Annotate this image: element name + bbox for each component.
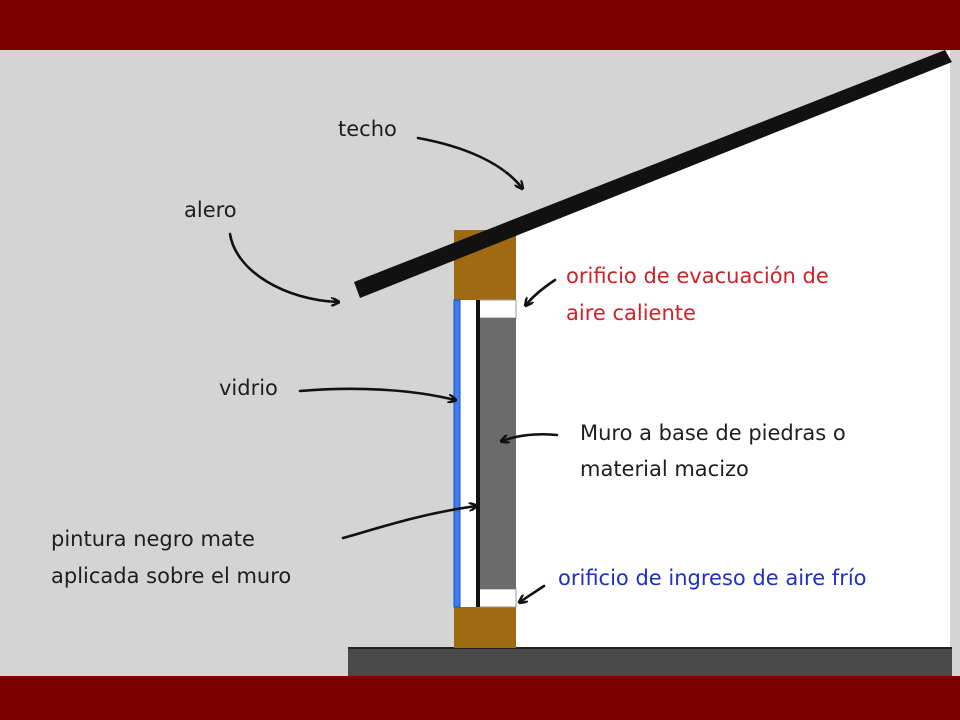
label-pintura-line1: pintura negro mate — [51, 527, 255, 551]
diagram-drawing — [228, 50, 952, 676]
roof — [354, 50, 952, 298]
ground-slab — [348, 648, 952, 676]
air-gap — [460, 300, 476, 607]
glass-pane — [453, 299, 461, 608]
arrow-pintura — [341, 506, 476, 540]
lower-vent-opening — [477, 588, 517, 608]
arrow-techo — [416, 136, 522, 188]
arrow-vidrio — [298, 387, 455, 400]
label-muro-line2: material macizo — [580, 457, 749, 481]
upper-vent-opening — [477, 299, 517, 319]
arrow-alero — [228, 232, 338, 302]
label-muro-line1: Muro a base de piedras o — [580, 421, 846, 445]
bottom-wood-block — [454, 607, 516, 648]
trombe-wall-diagram: techo alero orificio de evacuación de ai… — [0, 50, 960, 676]
label-evacuacion-line2: aire caliente — [566, 301, 696, 325]
interior-space — [514, 50, 950, 648]
label-techo: techo — [338, 117, 397, 141]
thermal-mass-wall — [478, 318, 516, 589]
label-evacuacion-line1: orificio de evacuación de — [566, 264, 829, 288]
arrow-muro — [502, 432, 559, 441]
label-ingreso: orificio de ingreso de aire frío — [558, 566, 867, 590]
label-pintura-line2: aplicada sobre el muro — [51, 564, 292, 588]
black-paint-layer — [476, 300, 480, 607]
arrow-evacuacion — [526, 278, 557, 305]
arrow-ingreso — [520, 584, 546, 602]
label-vidrio: vidrio — [219, 376, 278, 400]
label-alero: alero — [184, 198, 237, 222]
